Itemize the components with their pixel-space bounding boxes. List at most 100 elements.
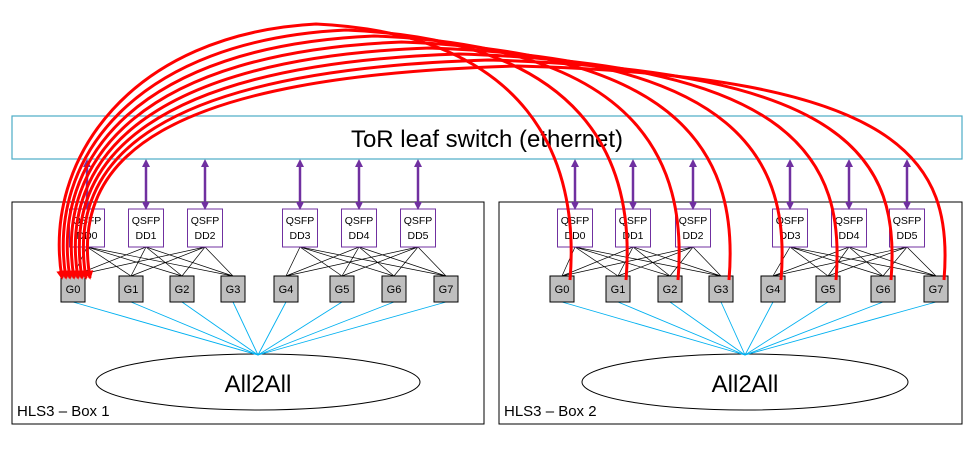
qsfp-gpu-link [882,246,908,277]
gpu-label: G2 [175,284,190,296]
qsfp-label-line2: DD3 [779,230,800,242]
gpu-label: G6 [876,284,891,296]
all2all-link [561,301,746,356]
box-2-label: HLS3 – Box 2 [504,403,597,420]
gpu-node: G3 [708,275,734,303]
box-1-frame [11,201,485,425]
qsfp-label-line2: DD1 [135,230,156,242]
qsfp-gpu-link [181,246,206,277]
qsfp-gpu-link [299,246,447,277]
gpu-label: G5 [821,284,836,296]
qsfp-gpu-link [358,246,447,277]
qsfp-label-line1: QSFP [286,215,315,227]
gpu-node: G2 [657,275,683,303]
all2all-link [720,301,746,356]
gpu-label: G3 [226,284,241,296]
qsfp-gpu-link [827,246,908,277]
scale-out-path [84,64,947,281]
all2all-label-1: All2All [225,371,292,398]
qsfp-label-line1: QSFP [404,215,433,227]
qsfp-gpu-link [692,246,722,277]
scale-out-path [64,34,681,281]
gpu-label: G7 [439,284,454,296]
gpu-label: G0 [555,284,570,296]
box-2-frame [498,201,963,425]
qsfp-port: QSFP DD5 [889,208,925,248]
gpu-node: G2 [169,275,195,303]
qsfp-gpu-link [632,246,671,277]
gpu-node: G0 [549,275,575,303]
qsfp-gpu-link [299,246,343,277]
qsfp-gpu-link [145,246,234,277]
qsfp-gpu-link [285,246,301,277]
scale-out-path [60,28,629,281]
qsfp-label-line1: QSFP [679,215,708,227]
qsfp-gpu-link [574,246,619,277]
gpu-node: G7 [923,275,949,303]
box-1-label: HLS3 – Box 1 [17,403,110,420]
qsfp-gpu-link [789,246,829,277]
all2all-link [72,301,259,356]
qsfp-gpu-link [561,246,634,277]
gpu-node: G0 [60,275,86,303]
qsfp-label-line1: QSFP [561,215,590,227]
gpu-label: G1 [611,284,626,296]
all2all-link [744,301,829,356]
qsfp-gpu-link [285,246,419,277]
gpu-label: G4 [279,284,294,296]
all2all-link [617,301,746,356]
qsfp-gpu-link [574,246,722,277]
qsfp-gpu-link [393,246,419,277]
gpu-node: G3 [220,275,246,303]
all2all-link [744,301,937,356]
qsfp-gpu-link [789,246,937,277]
qsfp-gpu-link [145,246,183,277]
gpu-node: G5 [815,275,841,303]
qsfp-gpu-link [72,246,206,277]
qsfp-gpu-link [617,246,634,277]
gpu-node: G6 [381,275,407,303]
qsfp-label-line1: QSFP [776,215,805,227]
qsfp-gpu-link [669,246,694,277]
all2all-link [744,301,774,356]
qsfp-gpu-link [848,246,884,277]
qsfp-gpu-link [285,246,360,277]
gpu-label: G7 [929,284,944,296]
qsfp-gpu-link [574,246,671,277]
gpu-label: G3 [714,284,729,296]
gpu-node: G4 [273,275,299,303]
qsfp-label-line1: QSFP [132,215,161,227]
qsfp-label-line1: QSFP [835,215,864,227]
all2all-link [257,301,287,356]
qsfp-gpu-link [632,246,722,277]
qsfp-label-line2: DD5 [896,230,917,242]
gpu-label: G1 [124,284,139,296]
all2all-link [669,301,746,356]
all2all-link [257,301,395,356]
qsfp-gpu-link [417,246,447,277]
gpu-label: G5 [335,284,350,296]
qsfp-port: QSFP DD1 [128,208,164,248]
qsfp-label-line1: QSFP [191,215,220,227]
qsfp-gpu-link [341,246,419,277]
all2all-label-2: All2All [712,371,779,398]
gpu-node: G4 [760,275,786,303]
qsfp-gpu-link [772,246,908,277]
gpu-label: G6 [387,284,402,296]
tor-leaf-switch-label: ToR leaf switch (ethernet) [351,126,623,153]
scale-out-path [56,22,573,281]
qsfp-label-line1: QSFP [893,215,922,227]
qsfp-label-line2: DD3 [289,230,310,242]
qsfp-label-line1: QSFP [619,215,648,227]
qsfp-gpu-link [906,246,937,277]
gpu-label: G0 [66,284,81,296]
all2all-link [257,301,447,356]
scale-out-path [72,46,784,281]
